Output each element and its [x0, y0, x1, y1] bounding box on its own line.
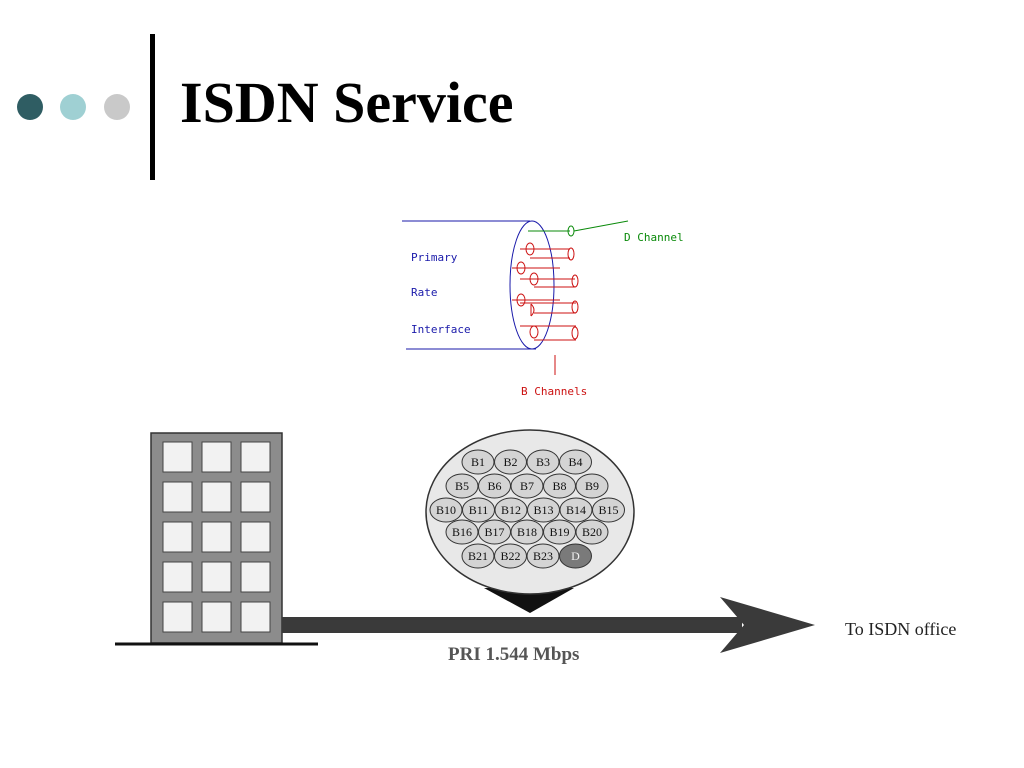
building-window — [240, 561, 271, 593]
building-window — [201, 561, 232, 593]
channel-label: B18 — [517, 525, 537, 539]
building-window — [240, 601, 271, 633]
channel-label: B12 — [501, 503, 521, 517]
channel-cell-d — [559, 543, 592, 569]
building-window — [162, 521, 193, 553]
building-windows — [162, 441, 271, 633]
channel-label: B11 — [469, 503, 489, 517]
bullet-dot-dark — [17, 94, 43, 120]
channel-label: B10 — [436, 503, 456, 517]
channel-label: B4 — [568, 455, 582, 469]
channel-label: B8 — [552, 479, 566, 493]
channel-label: B1 — [471, 455, 485, 469]
channel-label: B5 — [455, 479, 469, 493]
cable-end-ellipse — [509, 220, 555, 350]
d-channel-wire — [528, 220, 629, 237]
building-window — [240, 521, 271, 553]
channel-label: B22 — [500, 549, 520, 563]
channel-label: B21 — [468, 549, 488, 563]
building-window — [162, 601, 193, 633]
building-window — [201, 521, 232, 553]
channel-label: B17 — [484, 525, 504, 539]
channel-label: B14 — [566, 503, 586, 517]
building-window — [162, 561, 193, 593]
channel-label: B20 — [582, 525, 602, 539]
building-window — [240, 441, 271, 473]
channel-label: D — [571, 549, 580, 563]
channel-cell-b15 — [592, 497, 625, 523]
channel-label: B23 — [533, 549, 553, 563]
pri-label-primary: Primary — [411, 251, 458, 264]
slide-title: ISDN Service — [180, 70, 514, 135]
bundle-pointer — [484, 588, 574, 613]
bullet-dot-light — [60, 94, 86, 120]
pri-link-arrow — [282, 597, 815, 653]
channel-label: B15 — [598, 503, 618, 517]
arrow-shaft — [282, 617, 742, 633]
channel-cell-b9 — [575, 473, 609, 499]
channel-label: B6 — [487, 479, 501, 493]
channel-cell-b4 — [559, 449, 592, 475]
pri-label-interface: Interface — [411, 323, 471, 336]
pri-rate-label: PRI 1.544 Mbps — [448, 644, 579, 665]
b-channel-wires — [512, 242, 579, 375]
b-channels-label: B Channels — [521, 385, 587, 398]
building-window — [162, 481, 193, 513]
channel-label: B19 — [549, 525, 569, 539]
building-window — [162, 441, 193, 473]
bullet-dot-gray — [104, 94, 130, 120]
pri-cable-diagram: Primary Rate Interface D Channel B Chann… — [402, 220, 684, 398]
pri-label-rate: Rate — [411, 286, 438, 299]
building-window — [240, 481, 271, 513]
building-window — [201, 481, 232, 513]
arrow-head — [720, 597, 815, 653]
channel-cell-b20 — [575, 519, 609, 545]
channel-label: B7 — [520, 479, 534, 493]
channel-label: B2 — [503, 455, 517, 469]
building-window — [201, 441, 232, 473]
title-divider — [150, 34, 155, 180]
channel-label: B9 — [585, 479, 599, 493]
channel-label: B13 — [533, 503, 553, 517]
channel-label: B16 — [452, 525, 472, 539]
destination-label: To ISDN office — [845, 619, 956, 639]
building — [115, 432, 318, 646]
channel-label: B3 — [536, 455, 550, 469]
building-window — [201, 601, 232, 633]
d-channel-label: D Channel — [624, 231, 684, 244]
